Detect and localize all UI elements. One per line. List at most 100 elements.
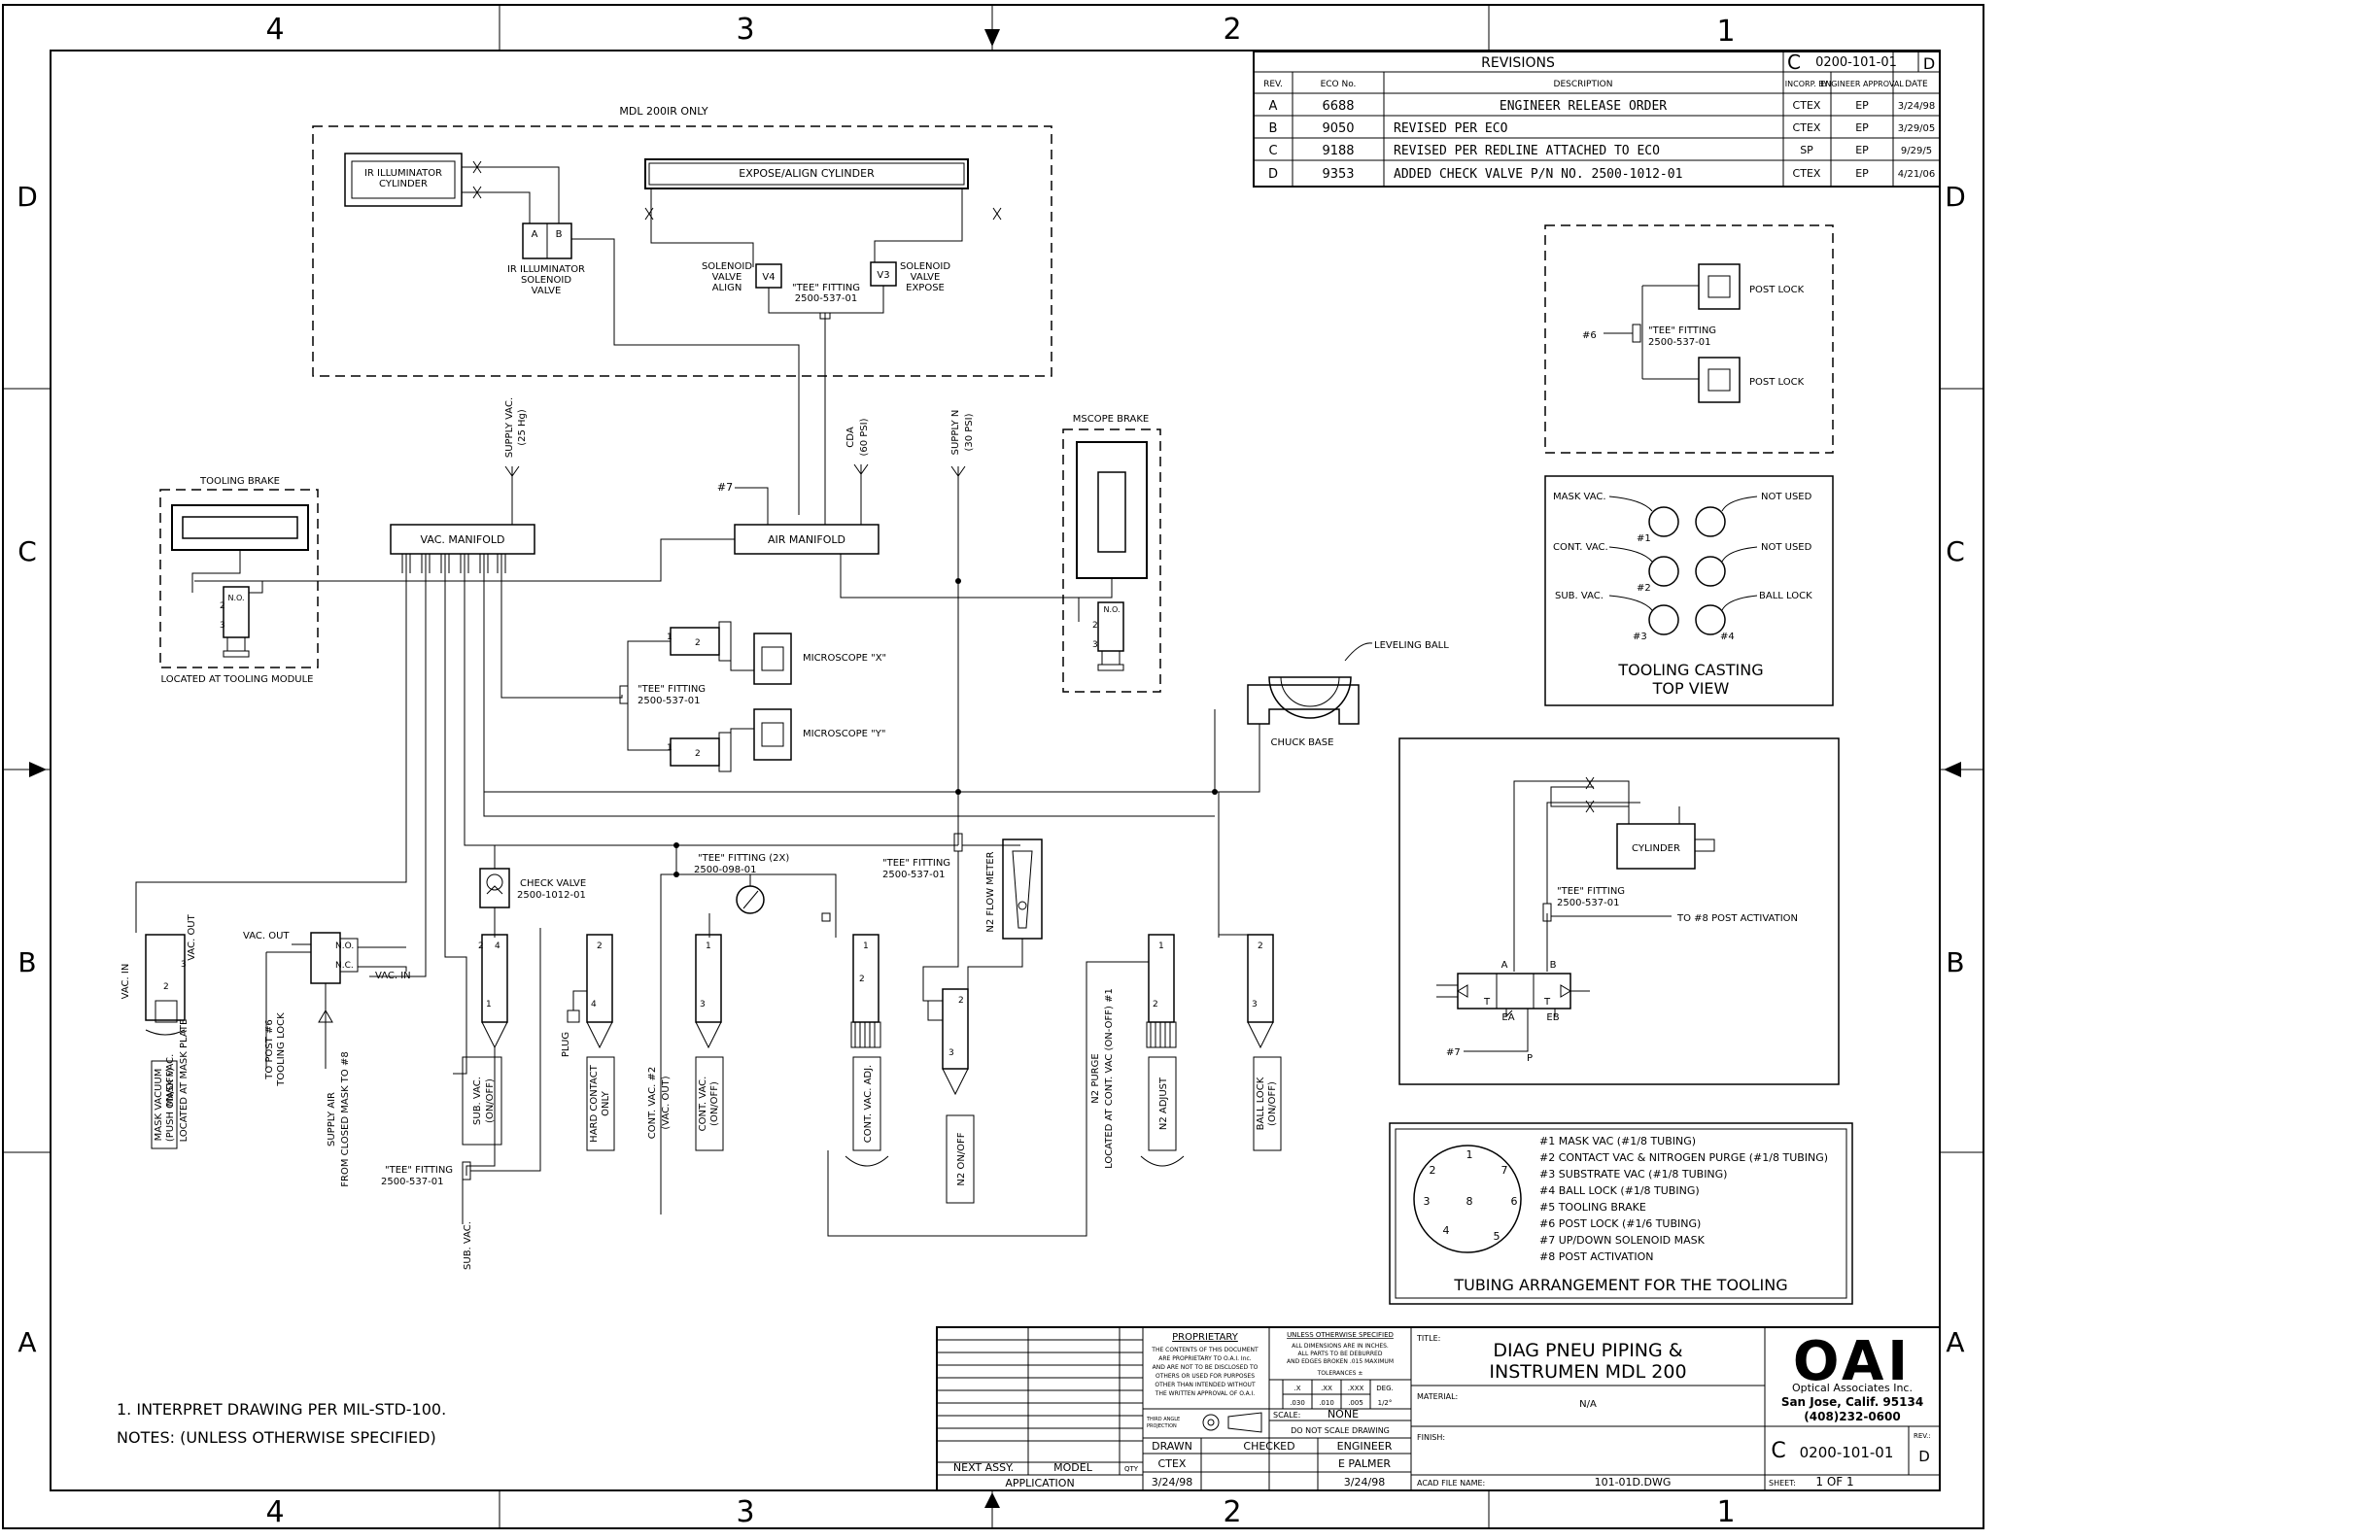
ball-lock-onoff-label-2: (ON/OFF) <box>1267 1081 1278 1126</box>
tee-fitting-post-lock <box>1632 324 1641 343</box>
tolerances-label: TOLERANCES ± <box>1317 1370 1363 1377</box>
material-label: MATERIAL: <box>1417 1392 1458 1401</box>
tee-fitting-bottom-label-2: 2500-537-01 <box>381 1177 443 1187</box>
tubing-legend-2: #2 CONTACT VAC & NITROGEN PURGE (#1/8 TU… <box>1539 1151 1828 1164</box>
title-label: TITLE: <box>1416 1334 1440 1343</box>
zone-label-1-bottom: 1 <box>1716 1495 1735 1529</box>
svg-text:2: 2 <box>220 601 225 611</box>
ball-lock-onoff-label-1: BALL LOCK <box>1256 1077 1266 1130</box>
svg-text:1: 1 <box>486 1000 492 1010</box>
supply-n-label-2: (30 PSI) <box>964 413 975 451</box>
tol-h-4: DEG. <box>1376 1385 1393 1392</box>
svg-text:3: 3 <box>1092 640 1098 650</box>
tubing-num-1: 1 <box>1466 1148 1473 1161</box>
company-logo: OAI <box>1793 1330 1912 1393</box>
expose-align-cylinder <box>644 158 969 189</box>
rev-a-incorp: CTEX <box>1793 99 1821 112</box>
expose-align-label: EXPOSE/ALIGN CYLINDER <box>739 167 875 180</box>
zone-label-2-bottom: 2 <box>1223 1495 1241 1529</box>
casting-port-3 <box>1648 604 1679 635</box>
unless-line-2: ALL PARTS TO BE DEBURRED <box>1298 1351 1383 1357</box>
tubing-legend-6: #6 POST LOCK (#1/6 TUBING) <box>1539 1217 1701 1230</box>
chuck-base-label: CHUCK BASE <box>1271 737 1334 748</box>
scale-label: SCALE: <box>1273 1411 1300 1420</box>
casting-mask-vac-label: MASK VAC. <box>1553 492 1606 502</box>
finish-label: FINISH: <box>1417 1433 1445 1442</box>
tubing-legend-3: #3 SUBSTRATE VAC (#1/8 TUBING) <box>1539 1168 1727 1181</box>
tubing-legend-5: #5 TOOLING BRAKE <box>1539 1201 1646 1214</box>
sub-vac-onoff-box <box>462 1056 502 1146</box>
svg-text:3: 3 <box>700 1000 706 1010</box>
post-lock-top <box>1698 263 1741 310</box>
casting-port-4 <box>1695 604 1726 635</box>
check-valve-label-2: 2500-1012-01 <box>517 890 586 901</box>
n2-onoff-box <box>946 1114 975 1204</box>
drawn-date: 3/24/98 <box>1152 1476 1192 1489</box>
zone-label-4-top: 4 <box>265 13 284 47</box>
tee-fitting-activation-label-1: "TEE" FITTING <box>1557 886 1625 897</box>
port-t-left: T <box>1483 997 1491 1008</box>
tee-fitting-top-label-1: "TEE" FITTING <box>792 283 860 293</box>
cont-vac-onoff-box <box>695 1056 724 1151</box>
svg-text:4: 4 <box>591 1000 597 1010</box>
microscope-x-label: MICROSCOPE "X" <box>803 653 886 664</box>
microscope-section: 12 MICROSCOPE "X" 12 MICROSCOPE "Y" "TEE… <box>501 621 886 772</box>
zone-label-d-right: D <box>1945 181 1966 213</box>
zone-label-c-left: C <box>17 535 37 567</box>
mscope-brake-section: MSCOPE BRAKE N.O. 23 <box>1062 414 1161 693</box>
n2-flow-meter-label: N2 FLOW METER <box>985 851 996 932</box>
vac-in-label: VAC. IN <box>375 971 411 981</box>
rev-col-description: DESCRIPTION <box>1554 80 1613 89</box>
port-p: P <box>1527 1053 1533 1064</box>
application-label: APPLICATION <box>1005 1477 1074 1489</box>
manifold-section: SUPPLY VAC. (25 Hg) CDA (60 PSI) SUPPLY … <box>135 397 1215 1075</box>
to-post-6-label-1: TO POST #6 <box>264 1019 275 1079</box>
zone-label-3-bottom: 3 <box>736 1495 754 1529</box>
revisions-size-code: C <box>1787 51 1801 74</box>
rev-col-rev: REV. <box>1263 80 1283 89</box>
material-value: N/A <box>1579 1399 1597 1410</box>
rev-c-rev: C <box>1268 144 1277 158</box>
n2-adjust-box <box>1148 1056 1177 1151</box>
mdl-200ir-section: MDL 200IR ONLY IR ILLUMINATOR CYLINDER A… <box>312 105 1052 525</box>
casting-port-1 <box>1648 506 1679 537</box>
casting-cont-vac-label: CONT. VAC. <box>1553 542 1608 553</box>
rev-label: REV.: <box>1914 1432 1931 1440</box>
tooling-brake-cylinder <box>171 504 309 551</box>
casting-not-used-label-1: NOT USED <box>1761 492 1812 502</box>
model-label: MODEL <box>1053 1461 1093 1474</box>
mask-vac-located-label-2: LOCATED AT MASK PLATE <box>179 1019 190 1143</box>
to-8-post-activation-label: TO #8 POST ACTIVATION <box>1676 913 1798 924</box>
port-b-activation: B <box>1550 960 1557 971</box>
rev-d-date: 4/21/06 <box>1898 169 1936 180</box>
hash7-activation: #7 <box>1446 1047 1461 1058</box>
zone-label-1-top: 1 <box>1716 15 1735 49</box>
rev-c-eco: 9188 <box>1322 144 1354 158</box>
microscope-y <box>753 708 792 761</box>
sub-vac-onoff-label-1: SUB. VAC. <box>472 1077 483 1125</box>
supply-n-label-1: SUPPLY N <box>950 410 961 456</box>
tol-v-4: 1/2° <box>1378 1399 1393 1407</box>
notes-heading: NOTES: (UNLESS OTHERWISE SPECIFIED) <box>117 1428 436 1447</box>
svg-text:2: 2 <box>695 749 701 759</box>
cont-vac-adj-label: CONT. VAC. ADJ. <box>863 1065 874 1144</box>
tubing-num-3: 3 <box>1424 1195 1431 1208</box>
company-name: Optical Associates Inc. <box>1792 1382 1913 1394</box>
rev-b-date: 3/29/05 <box>1898 123 1936 134</box>
title-block: NEXT ASSY. MODEL QTY APPLICATION PROPRIE… <box>936 1326 1941 1491</box>
no-nc-valve <box>310 932 341 984</box>
revisions-rev-letter: D <box>1923 54 1935 73</box>
rev-d-eco: 9353 <box>1322 167 1354 182</box>
vac-out-left-label: VAC. OUT <box>187 913 197 960</box>
tee-fitting-mid <box>619 685 629 704</box>
tee-fitting-top-label-2: 2500-537-01 <box>795 293 857 304</box>
cont-vac-onoff-label-1: CONT. VAC. <box>698 1077 708 1132</box>
checked-label: CHECKED <box>1243 1440 1294 1453</box>
doc-number: 0200-101-01 <box>1800 1444 1894 1461</box>
ball-lock-valve <box>1247 934 1274 1023</box>
proprietary-line-6: THE WRITTEN APPROVAL OF O.A.I. <box>1155 1390 1256 1397</box>
tooling-brake-section: TOOLING BRAKE N.O. 2 3 LOCATED AT TOOLIN… <box>159 476 319 685</box>
ir-valve-port-a: A <box>532 229 538 240</box>
drawn-by: CTEX <box>1158 1457 1187 1470</box>
ir-solenoid-label-3: VALVE <box>532 286 562 296</box>
